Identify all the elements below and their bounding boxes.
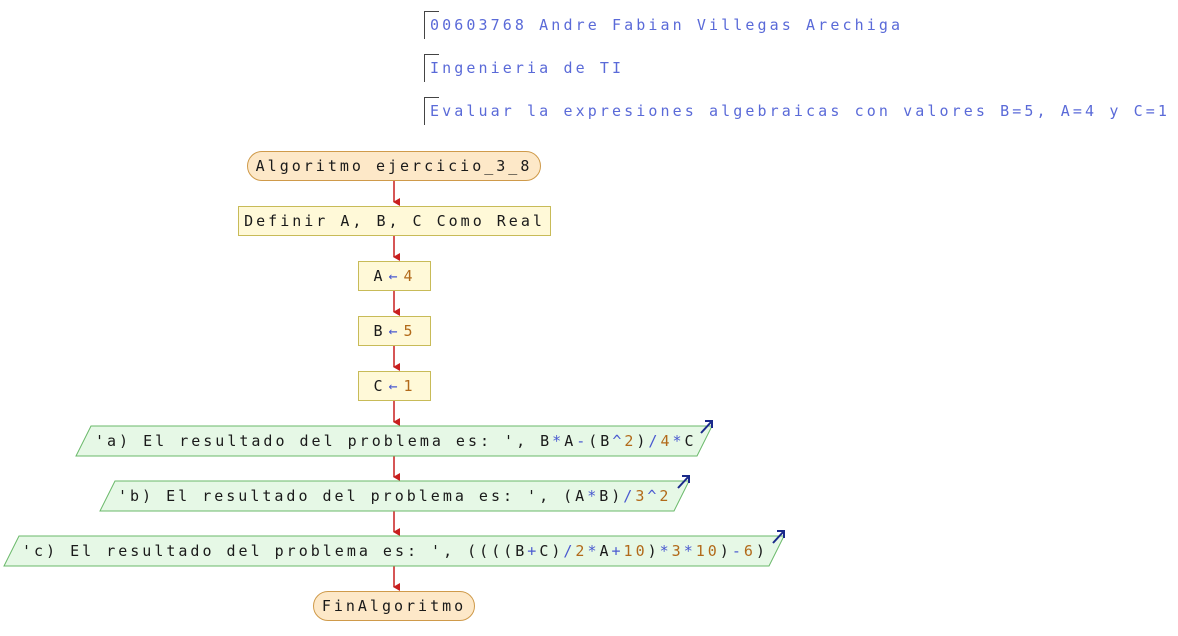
output-icon-c — [772, 530, 785, 544]
assign-c-block: C ← 1 — [358, 371, 431, 401]
output-shape-c — [3, 535, 785, 567]
output-a: 'a) El resultado del problema es: ', B*A… — [95, 426, 697, 456]
output-icon-a — [700, 420, 713, 434]
output-c: 'c) El resultado del problema es: ', (((… — [22, 536, 768, 566]
comment-subject: Ingenieria de TI — [424, 54, 621, 82]
assign-b-var: B — [373, 322, 386, 340]
end-terminal: FinAlgoritmo — [313, 591, 475, 621]
assign-c-value: 1 — [403, 377, 416, 395]
assign-a-var: A — [373, 267, 386, 285]
assign-c-arrow: ← — [388, 377, 401, 395]
assign-a-arrow: ← — [388, 267, 401, 285]
assign-a-value: 4 — [403, 267, 416, 285]
comment-author-text: 00603768 Andre Fabian Villegas Arechiga — [430, 16, 904, 34]
assign-a-block: A ← 4 — [358, 261, 431, 291]
output-c-text: 'c) El resultado del problema es: ', — [22, 542, 468, 560]
assign-b-value: 5 — [403, 322, 416, 340]
end-label: FinAlgoritmo — [321, 597, 467, 615]
output-a-expr: B*A-(B^2)/4*C — [540, 432, 697, 450]
output-icon-b — [677, 475, 690, 489]
assign-b-block: B ← 5 — [358, 316, 431, 346]
output-b-expr: (A*B)/3^2 — [563, 487, 672, 505]
output-shape-a — [75, 425, 713, 457]
assign-c-var: C — [373, 377, 386, 395]
comment-description-text: Evaluar la expresiones algebraicas con v… — [430, 102, 1170, 120]
start-terminal: Algoritmo ejercicio_3_8 — [247, 151, 541, 181]
comment-author: 00603768 Andre Fabian Villegas Arechiga — [424, 11, 900, 39]
output-b-text: 'b) El resultado del problema es: ', — [118, 487, 564, 505]
define-label: Definir A, B, C Como Real — [244, 212, 545, 230]
output-a-text: 'a) El resultado del problema es: ', — [95, 432, 541, 450]
output-shape-b — [99, 480, 690, 512]
output-b: 'b) El resultado del problema es: ', (A*… — [118, 481, 671, 511]
comment-subject-text: Ingenieria de TI — [430, 59, 625, 77]
assign-b-arrow: ← — [388, 322, 401, 340]
comment-description: Evaluar la expresiones algebraicas con v… — [424, 97, 1167, 125]
define-block: Definir A, B, C Como Real — [238, 206, 551, 236]
output-c-expr: ((((B+C)/2*A+10)*3*10)-6) — [467, 542, 768, 560]
start-label: Algoritmo ejercicio_3_8 — [255, 157, 533, 175]
